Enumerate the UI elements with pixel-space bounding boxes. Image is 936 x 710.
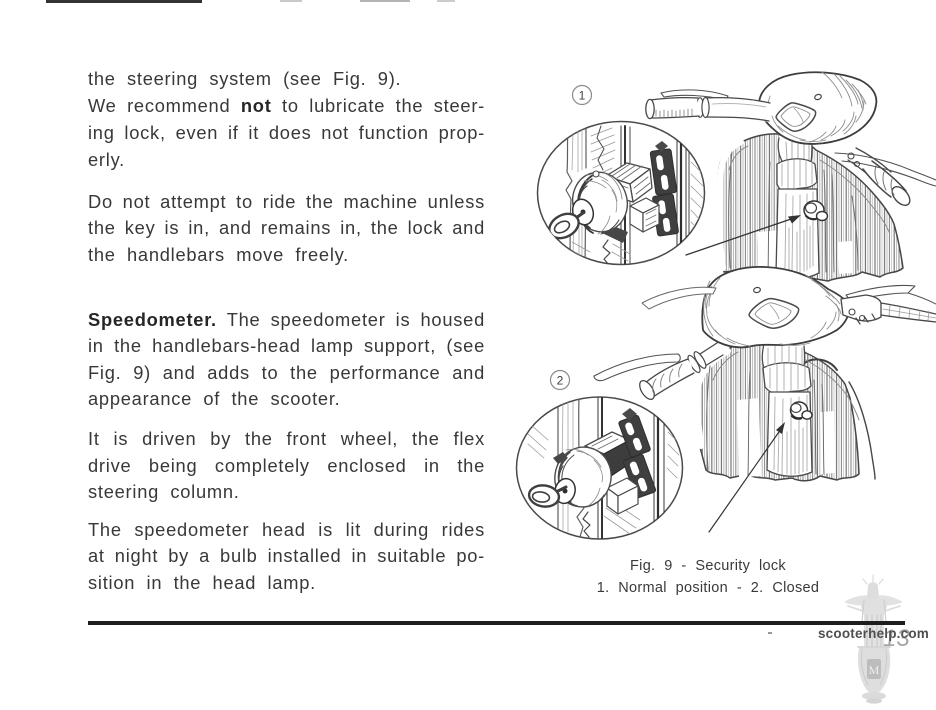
- svg-text:2: 2: [557, 374, 564, 388]
- svg-text:M: M: [869, 663, 880, 677]
- svg-text:1: 1: [579, 89, 586, 103]
